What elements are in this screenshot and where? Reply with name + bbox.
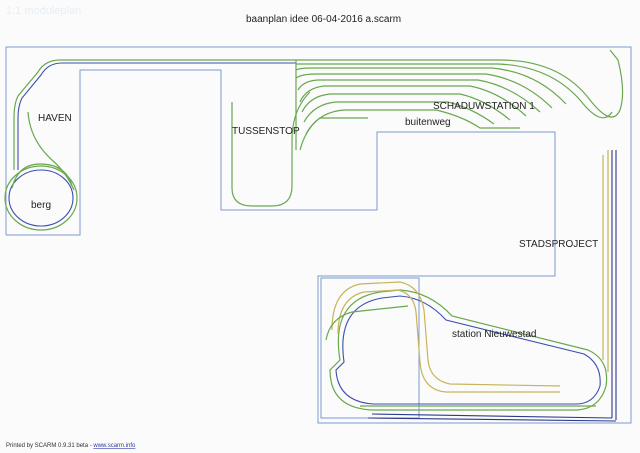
right-vertical-tracks xyxy=(602,150,617,420)
tussenstop-track xyxy=(231,91,311,207)
footer-printed-text: Printed by SCARM 0.9.31 beta - xyxy=(6,443,93,449)
schaduwstation-fan xyxy=(295,49,624,151)
label-haven: HAVEN xyxy=(38,113,72,124)
label-schaduwstation: SCHADUWSTATION 1 xyxy=(433,101,535,112)
label-station-nieuwestad: station Nieuwestad xyxy=(452,329,537,340)
footer-link[interactable]: www.scarm.info xyxy=(92,443,136,449)
label-tussenstop: TUSSENSTOP xyxy=(232,126,300,137)
baseboard-outline xyxy=(5,46,632,424)
footer-printed-by: Printed by SCARM 0.9.31 beta - www.scarm… xyxy=(6,443,136,449)
plan-title: baanplan idee 06-04-2016 a.scarm xyxy=(246,14,401,25)
berg-loop xyxy=(4,163,78,231)
haven-track xyxy=(13,59,296,191)
station-board-outline xyxy=(320,277,420,419)
label-stadsproject: STADSPROJECT xyxy=(519,239,598,250)
label-berg: berg xyxy=(31,200,51,211)
label-buitenweg: buitenweg xyxy=(405,117,451,128)
station-nieuwestad-track xyxy=(325,281,617,422)
watermark-text: 1:1 moduleplan xyxy=(6,5,81,17)
